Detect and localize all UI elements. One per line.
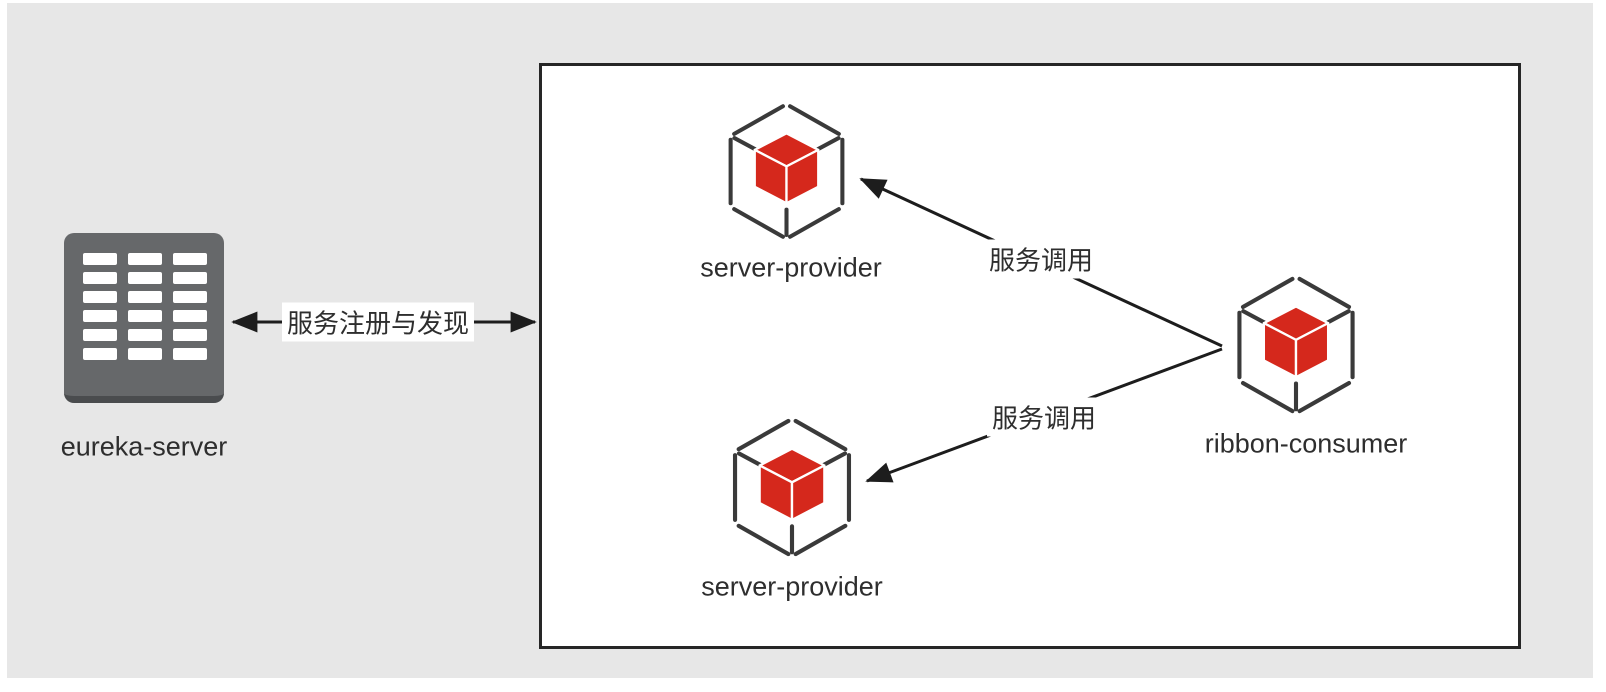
cube-icon [728, 104, 845, 239]
edge-label-call-bottom: 服务调用 [986, 397, 1102, 437]
edge-label-call-top: 服务调用 [983, 239, 1099, 279]
node-label-server-provider-top: server-provider [700, 252, 882, 283]
node-label-ribbon-consumer: ribbon-consumer [1204, 428, 1408, 459]
service-boundary-box [539, 63, 1521, 649]
node-label-eureka-server: eureka-server [60, 431, 228, 462]
cube-icon [1237, 276, 1355, 414]
node-label-server-provider-bottom: server-provider [701, 571, 883, 602]
cube-icon [732, 418, 852, 557]
edge-label-registration: 服务注册与发现 [281, 302, 475, 342]
server-rack-icon [64, 233, 224, 403]
